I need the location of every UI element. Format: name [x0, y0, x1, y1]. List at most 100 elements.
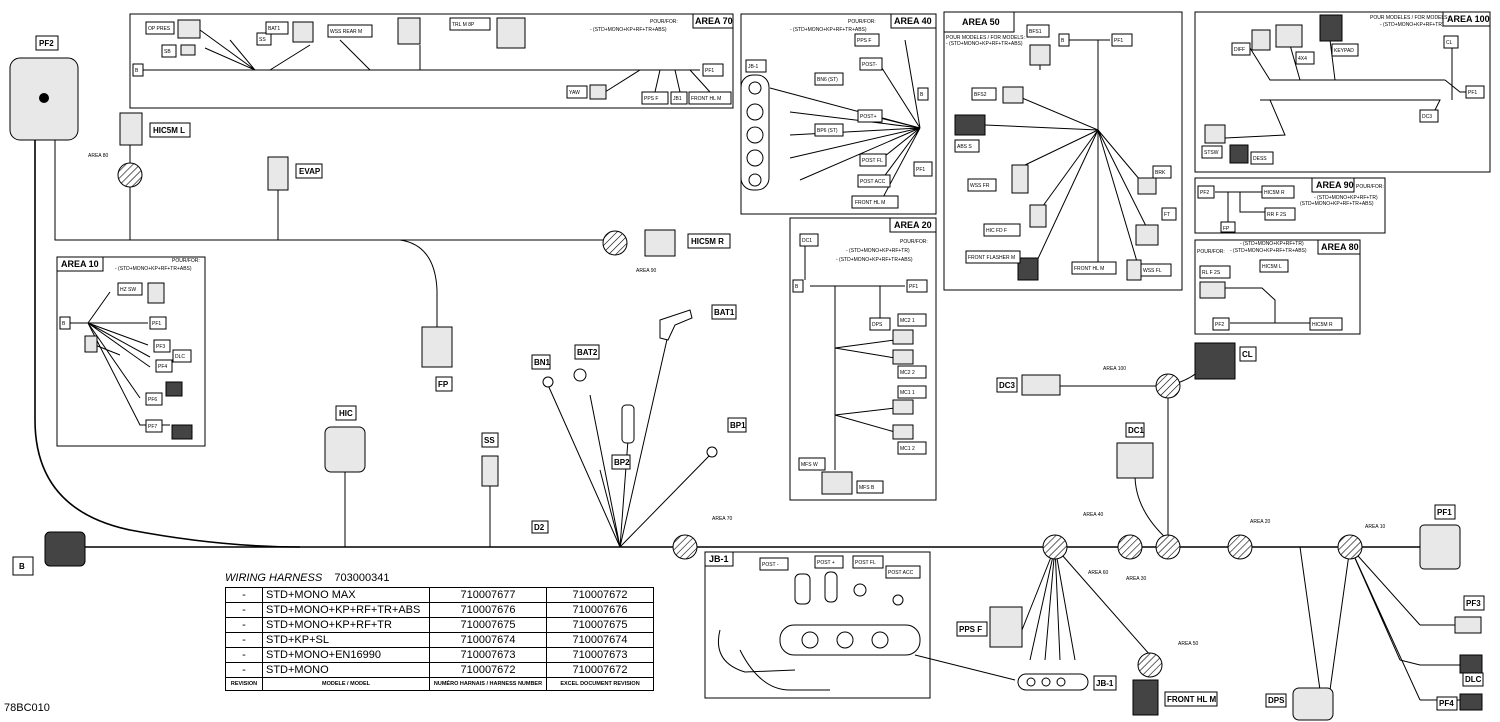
svg-text:- (STD+MONO+KP+RF+TR): - (STD+MONO+KP+RF+TR) — [846, 248, 910, 254]
svg-text:WSS FL: WSS FL — [1143, 268, 1162, 274]
svg-text:WSS FR: WSS FR — [970, 183, 990, 189]
svg-text:JB-1: JB-1 — [709, 554, 729, 564]
svg-text:MFS W: MFS W — [801, 462, 818, 468]
label-area40: AREA 40 — [1083, 512, 1104, 518]
svg-text:DESS: DESS — [1253, 156, 1267, 162]
label-dc3: DC3 — [999, 381, 1016, 390]
svg-text:PF7: PF7 — [148, 424, 157, 430]
splice-area60 — [1117, 534, 1143, 560]
pps-f-connector — [989, 606, 1023, 648]
svg-text:AREA 50: AREA 50 — [962, 17, 1000, 27]
svg-text:POUR MODELES / FOR MODELS:: POUR MODELES / FOR MODELS: — [946, 35, 1025, 41]
svg-text:HIC5M R: HIC5M R — [1312, 322, 1333, 328]
harness-number: 703000341 — [334, 572, 390, 584]
svg-text:DIFF: DIFF — [1234, 47, 1245, 53]
svg-text:PF1: PF1 — [916, 167, 925, 173]
svg-text:AREA 40: AREA 40 — [894, 16, 932, 26]
label-bn1: BN1 — [534, 358, 551, 367]
splice-area30 — [1155, 534, 1181, 560]
svg-text:TRL M 8P: TRL M 8P — [452, 22, 475, 28]
svg-text:MC2 2: MC2 2 — [900, 370, 915, 376]
svg-text:- (STD+MONO+KP+RF+TR+ABS): - (STD+MONO+KP+RF+TR+ABS) — [946, 41, 1023, 47]
svg-text:B: B — [135, 68, 139, 74]
label-bat2: BAT2 — [577, 348, 598, 357]
svg-text:MC1 1: MC1 1 — [900, 390, 915, 396]
svg-text:POST FL: POST FL — [855, 560, 876, 566]
svg-text:RR F 2S: RR F 2S — [1267, 212, 1287, 218]
svg-text:POUR/FOR:: POUR/FOR: — [848, 19, 876, 25]
svg-text:MC1 2: MC1 2 — [900, 446, 915, 452]
dc3-connector — [1021, 374, 1061, 396]
label-area10: AREA 10 — [1365, 524, 1386, 530]
area80-panel: AREA 80 POUR/FOR: - (STD+MONO+KP+RF+TR) … — [1194, 239, 1361, 335]
label-hic5m-r: HIC5M R — [691, 237, 724, 246]
svg-text:PPS F: PPS F — [857, 38, 871, 44]
svg-text:POST -: POST - — [762, 562, 779, 568]
svg-text:B: B — [62, 321, 66, 327]
label-area80-left: AREA 80 — [88, 153, 109, 159]
splice-area10 — [1337, 534, 1363, 560]
svg-text:BRK: BRK — [1155, 170, 1166, 176]
svg-text:POST+: POST+ — [860, 114, 877, 120]
svg-text:MC2 1: MC2 1 — [900, 318, 915, 324]
svg-text:BFS1: BFS1 — [1029, 29, 1042, 35]
svg-text:PPS F: PPS F — [644, 96, 658, 102]
label-pf2: PF2 — [39, 39, 54, 48]
area70-panel: AREA 70 POUR/FOR: - (STD+MONO+KP+RF+TR+A… — [129, 13, 734, 109]
label-area100: AREA 100 — [1103, 366, 1126, 372]
dlc-connector — [1459, 654, 1483, 674]
svg-text:- (STD+MONO+KP+RF+TR): - (STD+MONO+KP+RF+TR) — [1240, 241, 1304, 247]
svg-text:HIC5M R: HIC5M R — [1264, 190, 1285, 196]
area20-panel: AREA 20 POUR/FOR: - (STD+MONO+KP+RF+TR) … — [789, 217, 937, 501]
label-area90: AREA 90 — [636, 268, 657, 274]
svg-text:FRONT FLASHER M: FRONT FLASHER M — [968, 255, 1015, 261]
svg-text:POUR/FOR:: POUR/FOR: — [1197, 249, 1225, 255]
label-pf4: PF4 — [1439, 699, 1454, 708]
label-dlc: DLC — [1465, 675, 1482, 684]
label-dc1: DC1 — [1128, 426, 1145, 435]
svg-text:POST FL: POST FL — [862, 158, 883, 164]
svg-text:POUR MODELES / FOR MODELS:: POUR MODELES / FOR MODELS: — [1370, 15, 1449, 21]
svg-text:HIC5M L: HIC5M L — [1262, 264, 1282, 270]
svg-text:JB-1: JB-1 — [748, 64, 759, 70]
harness-title-text: WIRING HARNESS — [225, 572, 323, 584]
label-pf3: PF3 — [1466, 599, 1481, 608]
splice-area20 — [1227, 534, 1253, 560]
label-b: B — [19, 562, 25, 571]
svg-text:- (STD+MONO+KP+RF+TR+ABS): - (STD+MONO+KP+RF+TR+ABS) — [115, 266, 192, 272]
label-pf1: PF1 — [1437, 508, 1452, 517]
svg-text:AREA 90: AREA 90 — [1316, 180, 1354, 190]
svg-text:PF1: PF1 — [705, 68, 714, 74]
svg-text:B: B — [1061, 38, 1065, 44]
label-area70: AREA 70 — [712, 516, 733, 522]
svg-text:MFS B: MFS B — [859, 485, 875, 491]
label-evap: EVAP — [299, 167, 321, 176]
main-labels: PF2 HIC5M L AREA 80 EVAP HIC5M R AREA 90… — [12, 35, 1485, 711]
svg-text:PF4: PF4 — [158, 364, 167, 370]
svg-text:DC3: DC3 — [1422, 114, 1432, 120]
label-dps: DPS — [1268, 696, 1285, 705]
label-area30: AREA 30 — [1126, 576, 1147, 582]
jb1-panel: JB-1 POST - POST + POST FL POST ACC — [704, 551, 1016, 699]
front-hl-m-connector — [1132, 679, 1159, 716]
splice-area50 — [1137, 652, 1163, 678]
svg-text:FRONT HL M: FRONT HL M — [691, 96, 721, 102]
bp1-terminal — [706, 446, 718, 458]
svg-text:POST ACC: POST ACC — [860, 179, 886, 185]
svg-text:POST +: POST + — [817, 560, 835, 566]
drawing-reference: 78BC010 — [4, 702, 50, 714]
ss-connector — [481, 455, 499, 487]
svg-text:CL: CL — [1446, 40, 1453, 46]
svg-text:B: B — [920, 92, 924, 98]
svg-text:ABS S: ABS S — [957, 144, 972, 150]
svg-text:FP: FP — [1223, 226, 1230, 232]
area10-panel: AREA 10 POUR/FOR: - (STD+MONO+KP+RF+TR+A… — [56, 256, 206, 447]
svg-text:AREA 80: AREA 80 — [1321, 242, 1359, 252]
label-hic: HIC — [339, 409, 353, 418]
bat2-terminal — [573, 368, 587, 382]
label-d2: D2 — [534, 523, 545, 532]
